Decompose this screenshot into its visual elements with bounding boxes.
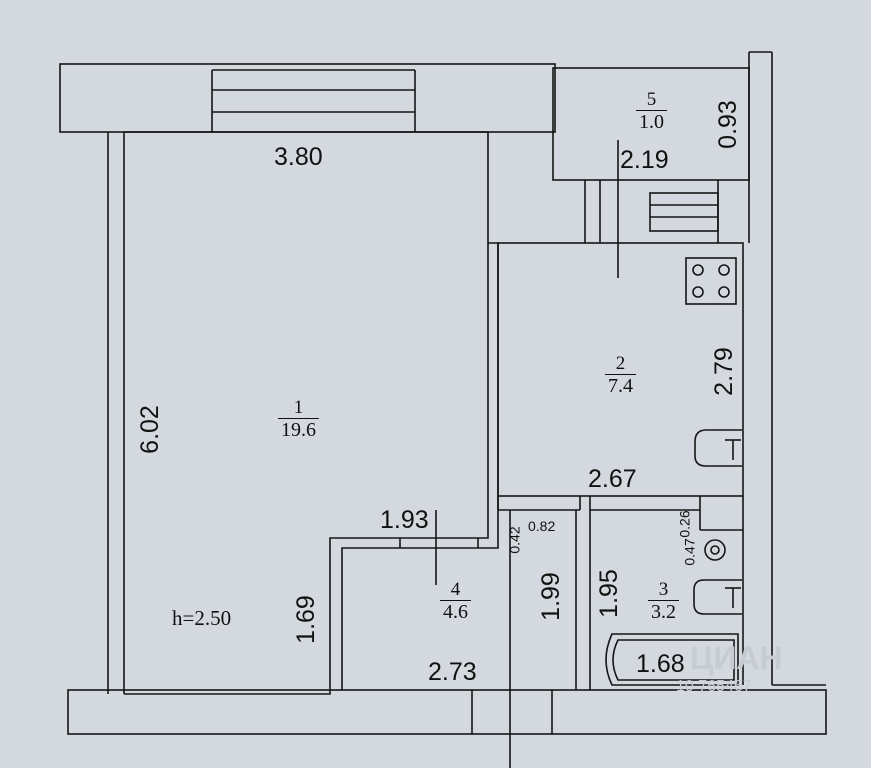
watermark-brand: ЦИАН — [690, 640, 783, 676]
dim-wall-1-93: 1.93 — [380, 506, 429, 534]
burner-icon — [692, 286, 704, 298]
top-wall — [59, 63, 556, 133]
dim-hall-niche-width: 0.82 — [528, 518, 556, 534]
dim-balcony-width: 2.19 — [620, 146, 669, 174]
burner-icon — [718, 264, 730, 276]
partition-1-4 — [341, 242, 499, 690]
dim-hall-depth: 1.99 — [536, 572, 565, 621]
kitchen-sink-icon — [694, 429, 742, 467]
toilet-icon — [710, 545, 720, 555]
dim-room1-width: 3.80 — [274, 143, 323, 171]
room-area: 3.2 — [648, 600, 679, 623]
room-area: 19.6 — [278, 418, 319, 441]
room-number: 3 — [658, 579, 669, 600]
bathtub-icon — [605, 633, 739, 686]
balcony-window — [649, 192, 719, 232]
room-1-label: 1 19.6 — [278, 398, 319, 441]
room-5-label: 5 1.0 — [636, 90, 667, 133]
room-area: 7.4 — [605, 374, 636, 397]
watermark-id: 10 765467 — [676, 678, 752, 695]
dim-hall-niche-depth: 0.42 — [506, 526, 523, 554]
room-2-label: 2 7.4 — [605, 354, 636, 397]
room-1-outline — [124, 131, 489, 695]
room-2-outline — [497, 242, 744, 497]
bathtub-inner — [612, 639, 735, 681]
dim-wall-1-69: 1.69 — [291, 595, 320, 644]
room-area: 1.0 — [636, 110, 667, 133]
dim-hall-width: 2.73 — [428, 658, 477, 686]
dim-bath-step-depth: 0.26 — [676, 510, 693, 538]
room-area: 4.6 — [440, 600, 471, 623]
wash-basin-icon — [693, 579, 742, 615]
room-4-label: 4 4.6 — [440, 580, 471, 623]
room-number: 4 — [450, 579, 461, 600]
burner-icon — [692, 264, 704, 276]
ceiling-height: h=2.50 — [172, 606, 232, 630]
dim-kitchen-width: 2.67 — [588, 465, 637, 493]
dim-bath-width: 1.68 — [636, 650, 685, 678]
room-3-label: 3 3.2 — [648, 580, 679, 623]
dim-kitchen-depth: 2.79 — [709, 347, 738, 396]
room-number: 5 — [646, 89, 657, 110]
dim-balcony-depth: 0.93 — [713, 100, 742, 149]
bottom-wall — [67, 689, 827, 735]
stove-icon — [685, 257, 737, 305]
dim-bath-depth: 1.95 — [594, 569, 623, 618]
burner-icon — [718, 286, 730, 298]
dim-bath-step-width: 0.47 — [681, 538, 698, 566]
room-number: 2 — [615, 353, 626, 374]
toilet-icon — [704, 539, 726, 561]
room-number: 1 — [293, 397, 304, 418]
dim-room1-length: 6.02 — [135, 405, 164, 454]
